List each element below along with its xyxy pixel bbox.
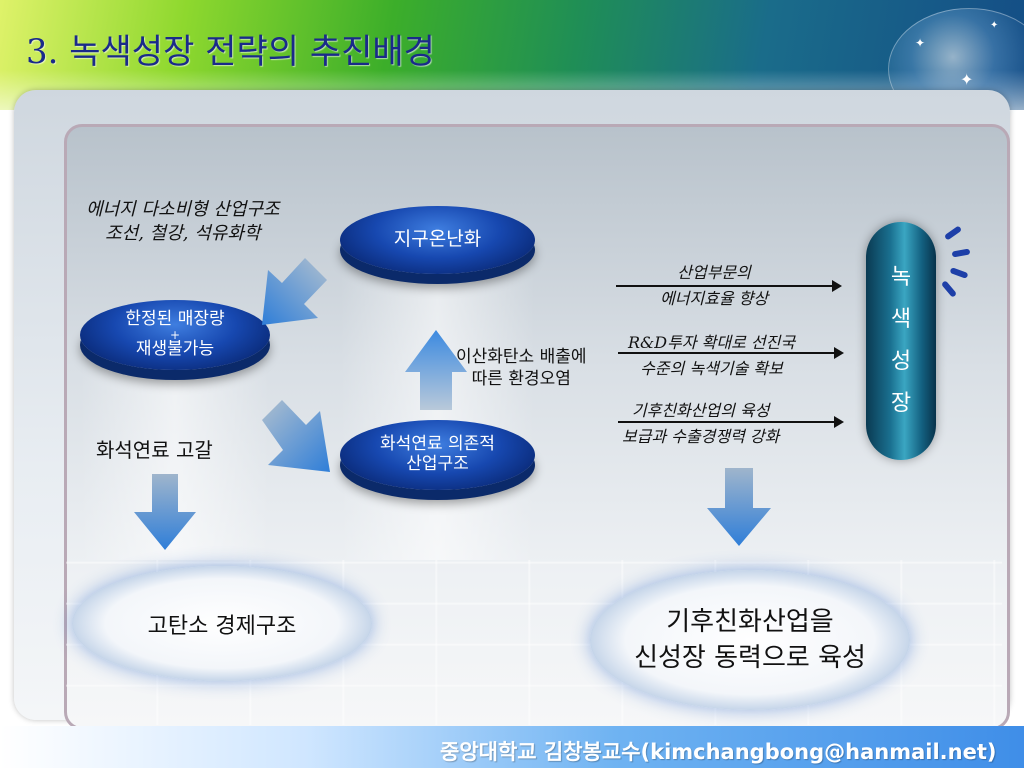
cylinder-char: 색 — [890, 307, 912, 332]
ring-text: 고탄소 경제구조 — [147, 613, 297, 639]
item-line: 보급과 수출경쟁력 강화 — [622, 427, 780, 446]
arrow-down-left — [262, 258, 327, 325]
cylinder-char: 녹 — [890, 265, 912, 290]
strategy-item-rnd: R&D투자 확대로 선진국 수준의 녹색기술 확보 — [628, 330, 795, 382]
oval-text: 화석연료 의존적 — [380, 434, 495, 455]
green-growth-cylinder: 녹 색 성 장 — [866, 222, 936, 460]
item-line: 산업부문의 — [677, 263, 751, 282]
oval-text: 한정된 매장량 — [125, 309, 225, 330]
arrow-down-left-column — [134, 474, 196, 550]
fossil-depletion-label: 화석연료 고갈 — [96, 438, 213, 462]
industry-structure-label: 에너지 다소비형 산업구조 조선, 철강, 석유화학 — [86, 198, 280, 246]
item-line: 에너지효율 향상 — [660, 289, 769, 308]
cylinder-char: 장 — [890, 391, 912, 416]
footer-credit: 중앙대학교 김창봉교수(kimchangbong@hanmail.net) — [440, 740, 997, 764]
ring-text: 신성장 동력으로 육성 — [634, 643, 866, 673]
strategy-item-efficiency: 산업부문의 에너지효율 향상 — [660, 260, 768, 312]
label-line: 따른 환경오염 — [471, 369, 571, 389]
ring-text: 기후친화산업을 — [666, 607, 834, 637]
co2-pollution-label: 이산화탄소 배출에 따른 환경오염 — [456, 346, 587, 390]
arrow-down-right-column — [707, 468, 771, 546]
oval-text: + — [169, 328, 181, 342]
item-line: 기후친화산업의 육성 — [631, 401, 770, 420]
oval-text: 재생불가능 — [135, 339, 215, 359]
footer-bar — [0, 726, 1024, 768]
oval-fossil-industry: 화석연료 의존적 산업구조 — [340, 420, 535, 490]
oval-global-warming: 지구온난화 — [340, 206, 535, 274]
oval-limited-reserves: 한정된 매장량 + 재생불가능 — [80, 300, 270, 370]
arrow-right-2 — [618, 347, 844, 359]
item-line: R&D투자 확대로 선진국 — [628, 333, 796, 352]
ring-low-carbon-economy: 고탄소 경제구조 — [72, 566, 372, 681]
sparkle-icon: ✦ — [960, 70, 974, 89]
label-line: 이산화탄소 배출에 — [456, 347, 587, 367]
label-line: 에너지 다소비형 산업구조 — [86, 199, 280, 220]
oval-text: 지구온난화 — [393, 228, 482, 251]
ring-climate-industry-growth: 기후친화산업을 신성장 동력으로 육성 — [590, 570, 910, 710]
cylinder-char: 성 — [890, 349, 912, 374]
oval-text: 산업구조 — [406, 454, 469, 474]
label-line: 조선, 철강, 석유화학 — [105, 223, 261, 244]
arrow-down-right — [262, 400, 330, 472]
strategy-item-climate-industry: 기후친화산업의 육성 보급과 수출경쟁력 강화 — [622, 398, 779, 450]
arrow-right-3 — [618, 416, 844, 428]
arrow-up — [405, 330, 467, 410]
sparkle-icon: ✦ — [915, 36, 926, 50]
arrow-right-1 — [616, 280, 842, 292]
sparkle-icon: ✦ — [990, 20, 999, 31]
page-title: 3. 녹색성장 전략의 추진배경 — [26, 32, 435, 72]
item-line: 수준의 녹색기술 확보 — [640, 359, 783, 378]
